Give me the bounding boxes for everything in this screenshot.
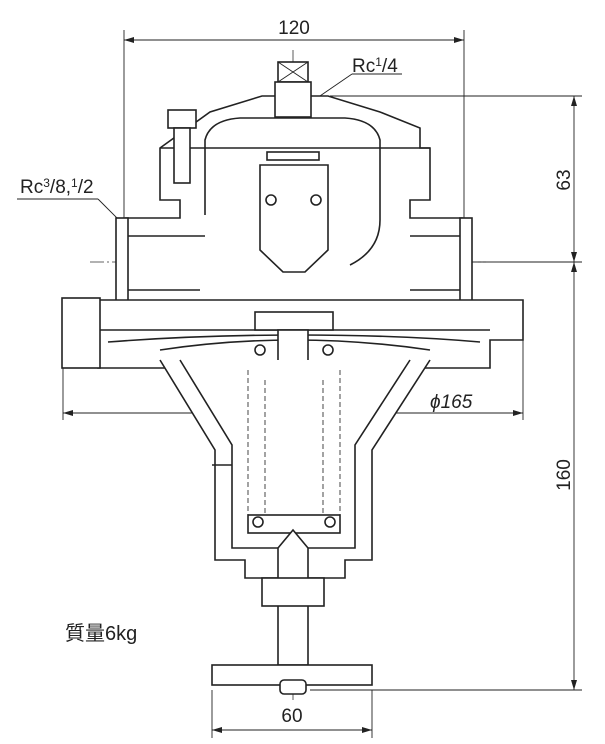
dimension-label: ϕ165: [430, 392, 473, 413]
dimension-width-top: 120: [123, 18, 465, 300]
dimension-label: 60: [281, 706, 302, 727]
valve-body: [61, 61, 524, 695]
dimension-label: 160: [554, 459, 575, 491]
svg-text:Rc3/8,1/2: Rc3/8,1/2: [20, 176, 94, 198]
callout-top-port: Rc1/4: [316, 55, 402, 99]
dimension-handle-width: 60: [211, 690, 373, 738]
mass-label: 質量6kg: [65, 622, 137, 645]
svg-text:Rc1/4: Rc1/4: [352, 55, 398, 77]
dimension-label: 63: [554, 169, 575, 190]
callout-side-port: Rc3/8,1/2: [17, 176, 136, 237]
dimension-label: 120: [278, 18, 310, 39]
